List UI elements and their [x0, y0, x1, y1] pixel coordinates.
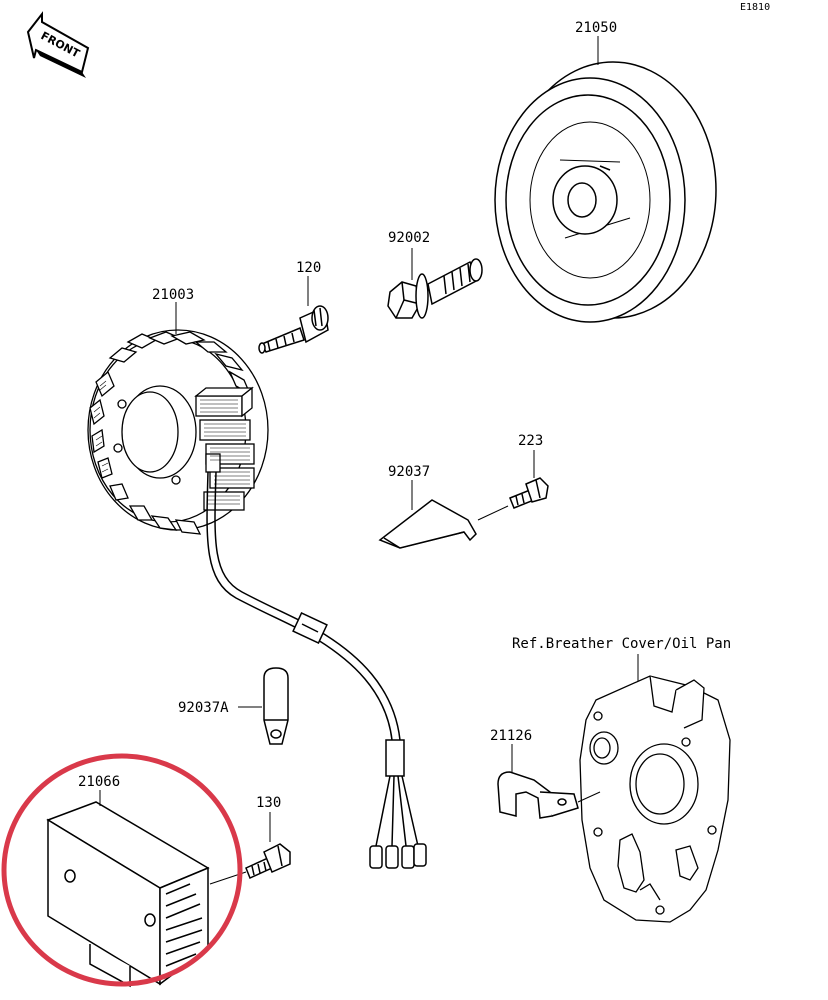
front-arrow-icon: FRONT — [26, 11, 90, 78]
clamp-a — [263, 667, 289, 745]
regulator — [46, 801, 210, 988]
label-21050: 21050 — [575, 20, 617, 36]
label-92002: 92002 — [388, 230, 430, 246]
breather-cover — [579, 675, 731, 923]
clamp-bolt — [509, 477, 549, 509]
label-21066: 21066 — [78, 774, 120, 790]
label-92037: 92037 — [388, 464, 430, 480]
label-92037a: 92037A — [178, 700, 229, 716]
stator-laminations — [93, 380, 250, 505]
regulator-bolt — [245, 843, 291, 880]
flywheel-bolt — [387, 258, 483, 319]
diagram-code: E1810 — [740, 2, 770, 13]
bracket — [497, 771, 579, 819]
label-21003: 21003 — [152, 287, 194, 303]
label-120: 120 — [296, 260, 321, 276]
label-21126: 21126 — [490, 728, 532, 744]
highlight-circle — [1, 753, 243, 987]
flywheel — [494, 61, 717, 323]
wire-harness — [206, 471, 427, 869]
clamp — [378, 499, 477, 549]
stator-bolt — [258, 305, 329, 354]
label-223: 223 — [518, 433, 543, 449]
label-130: 130 — [256, 795, 281, 811]
ref-note: Ref.Breather Cover/Oil Pan — [512, 636, 731, 652]
